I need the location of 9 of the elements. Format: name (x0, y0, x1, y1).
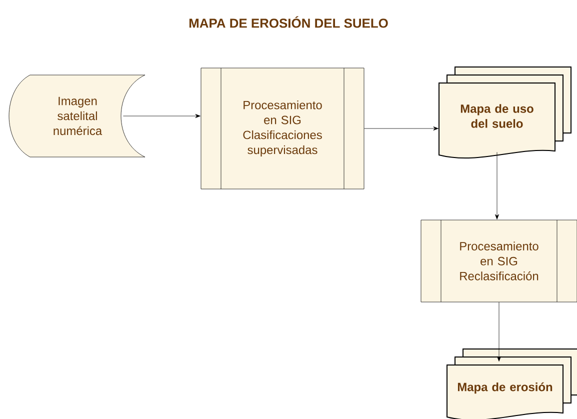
arrow (364, 126, 438, 130)
process-box: Procesamiento en SIG Reclasificación (420, 220, 577, 302)
document-stack: Mapa de uso del suelo (438, 66, 572, 159)
arrow (495, 152, 499, 220)
arrow (497, 302, 501, 362)
process-box: Procesamiento en SIG Clasificaciones supervisadas (200, 68, 364, 190)
title: MAPA DE EROSIÓN DEL SUELO (189, 16, 388, 28)
arrow (123, 114, 200, 118)
document-stack: Mapa de erosión (446, 348, 577, 419)
